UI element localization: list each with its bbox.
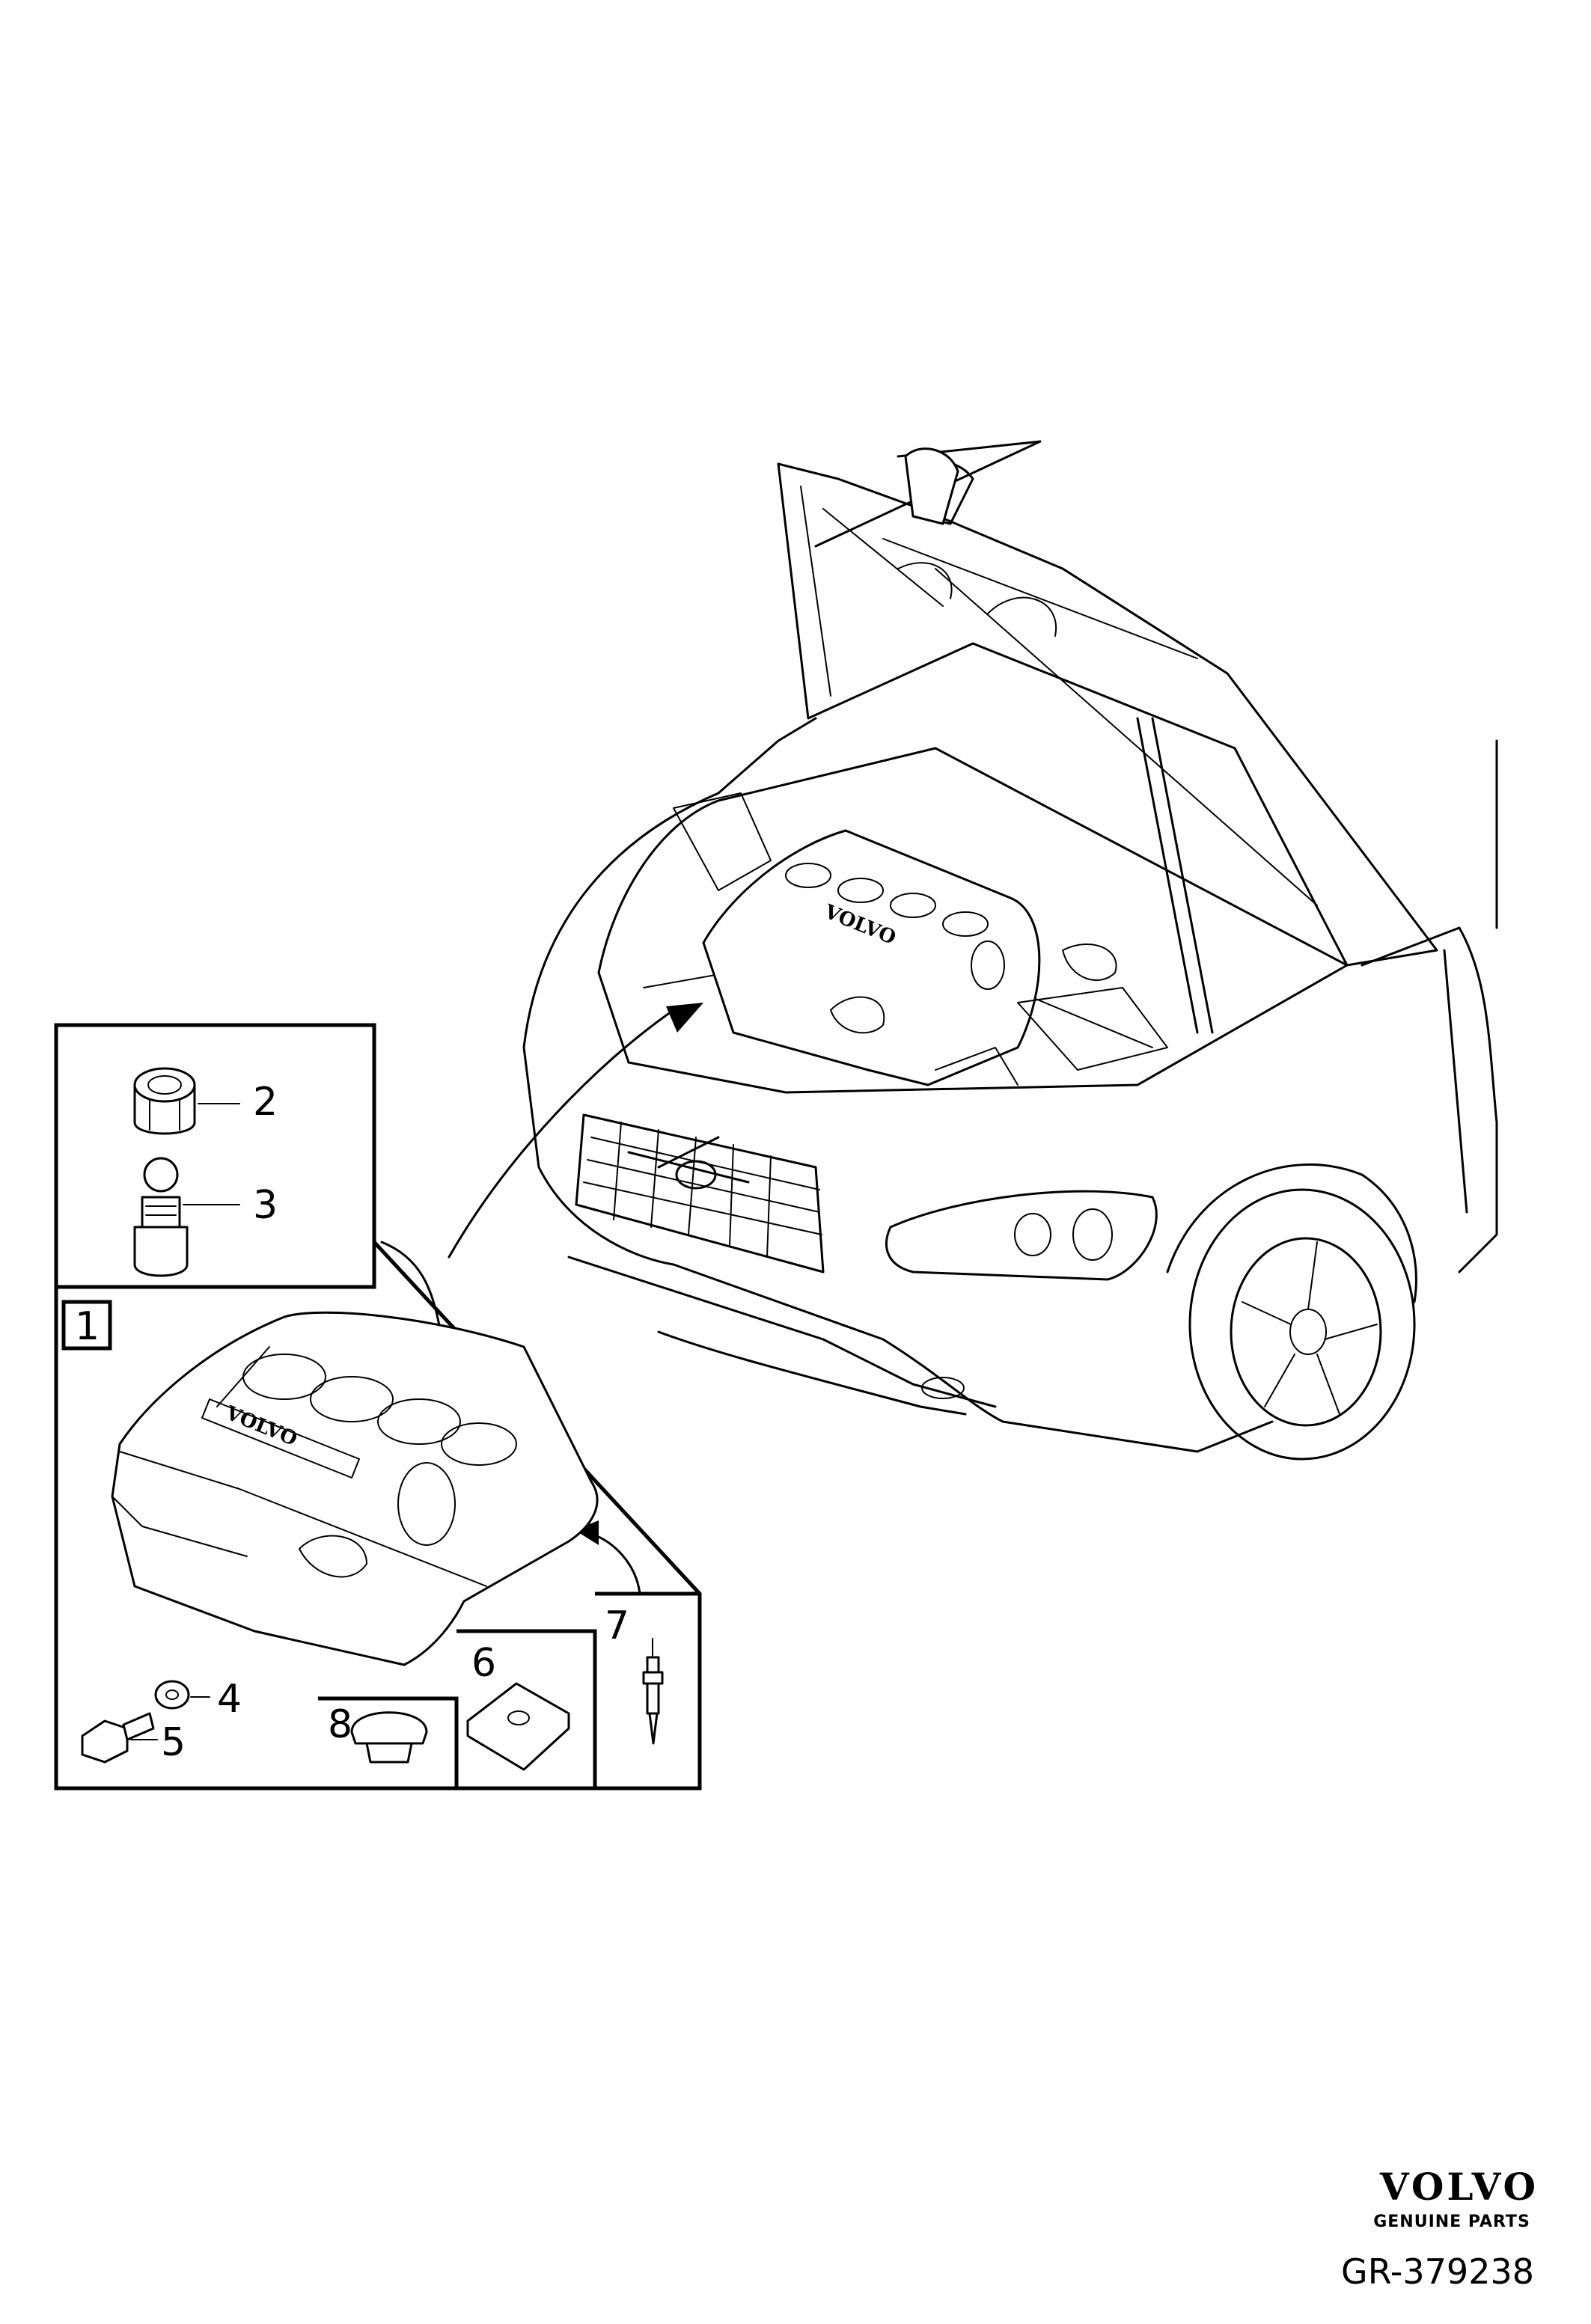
callout-5: 5 [161, 1720, 186, 1765]
bolt-icon [81, 1712, 155, 1764]
car-front-icon: VOLVO [522, 440, 1498, 1461]
callout-4: 4 [217, 1677, 242, 1722]
panel-arrow-1 [380, 1241, 443, 1341]
brand-subtitle: GENUINE PARTS [1373, 2213, 1530, 2231]
callout-2: 2 [253, 1080, 278, 1125]
brand-logo: VOLVO [1379, 2165, 1539, 2209]
nut-icon [133, 1067, 196, 1135]
parts-panel [54, 1023, 702, 1791]
engine-cover-icon: VOLVO [111, 1311, 599, 1666]
panel-arrow-2-head [575, 1520, 599, 1545]
bay-arrow-head [666, 1003, 703, 1033]
callout-8: 8 [328, 1702, 352, 1747]
callout-3: 3 [253, 1183, 278, 1228]
diagram-id: GR-379238 [1341, 2251, 1534, 2292]
pin-icon [642, 1638, 664, 1745]
bay-arrow-line [448, 1009, 675, 1259]
callout-1: 1 [75, 1304, 100, 1349]
callout-6: 6 [471, 1641, 496, 1686]
stud-bolt-icon [133, 1157, 189, 1277]
washer-icon [154, 1680, 190, 1710]
clip-nut-icon [466, 1682, 570, 1771]
callout-7: 7 [605, 1603, 629, 1648]
plug-icon [350, 1711, 428, 1764]
